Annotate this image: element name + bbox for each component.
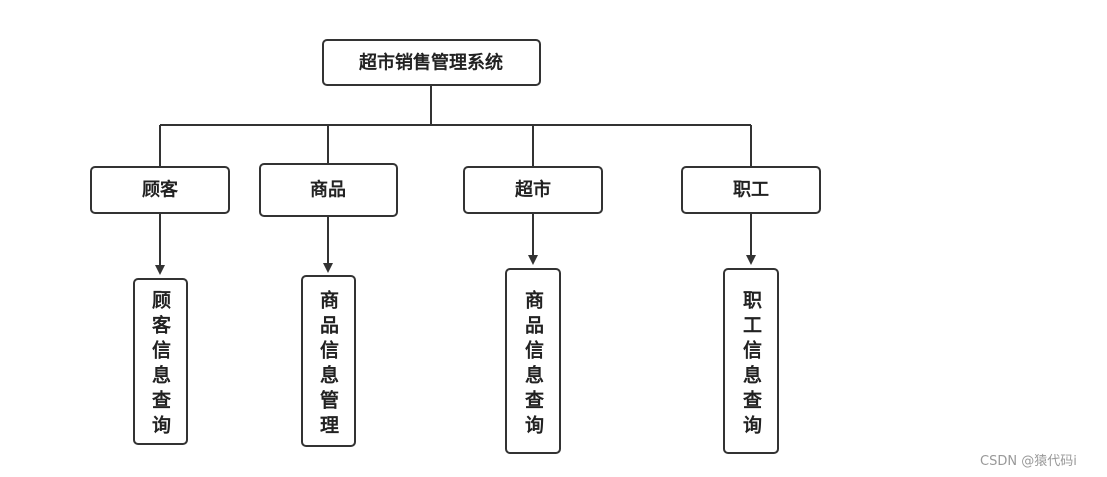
root-node: 超市销售管理系统: [322, 39, 541, 86]
category-box-4: [681, 166, 821, 214]
category-node-1: 顾客: [90, 166, 230, 214]
category-label-4: 职工: [733, 180, 769, 201]
connectors: [155, 85, 756, 275]
leaf-node-1: 顾客信息查询: [133, 278, 188, 445]
root-label: 超市销售管理系统: [359, 52, 503, 74]
watermark-text: CSDN @猿代码i: [980, 454, 1077, 469]
leaf-box-1: [133, 278, 188, 445]
category-label-2: 商品: [310, 179, 346, 201]
category-node-2: 商品: [259, 163, 398, 217]
root-box: [322, 39, 541, 86]
leaf-node-4: 职工信息查询: [723, 268, 779, 454]
leaf-label-2: 商品信息管理: [317, 289, 339, 440]
leaf-node-2: 商品信息管理: [301, 275, 356, 447]
category-label-1: 顾客: [142, 179, 179, 201]
leaf-node-3: 商品信息查询: [505, 268, 561, 454]
leaf-box-2: [301, 275, 356, 447]
leaf-box-3: [505, 268, 561, 454]
category-label-3: 超市: [515, 179, 551, 201]
category-node-4: 职工: [681, 166, 821, 214]
category-node-3: 超市: [463, 166, 603, 214]
category-box-1: [90, 166, 230, 214]
leaf-box-4: [723, 268, 779, 454]
leaf-label-4: 职工信息查询: [740, 290, 763, 440]
category-box-3: [463, 166, 603, 214]
leaf-label-3: 商品信息查询: [522, 289, 545, 440]
leaf-label-1: 顾客信息查询: [149, 290, 172, 440]
category-box-2: [259, 163, 398, 217]
